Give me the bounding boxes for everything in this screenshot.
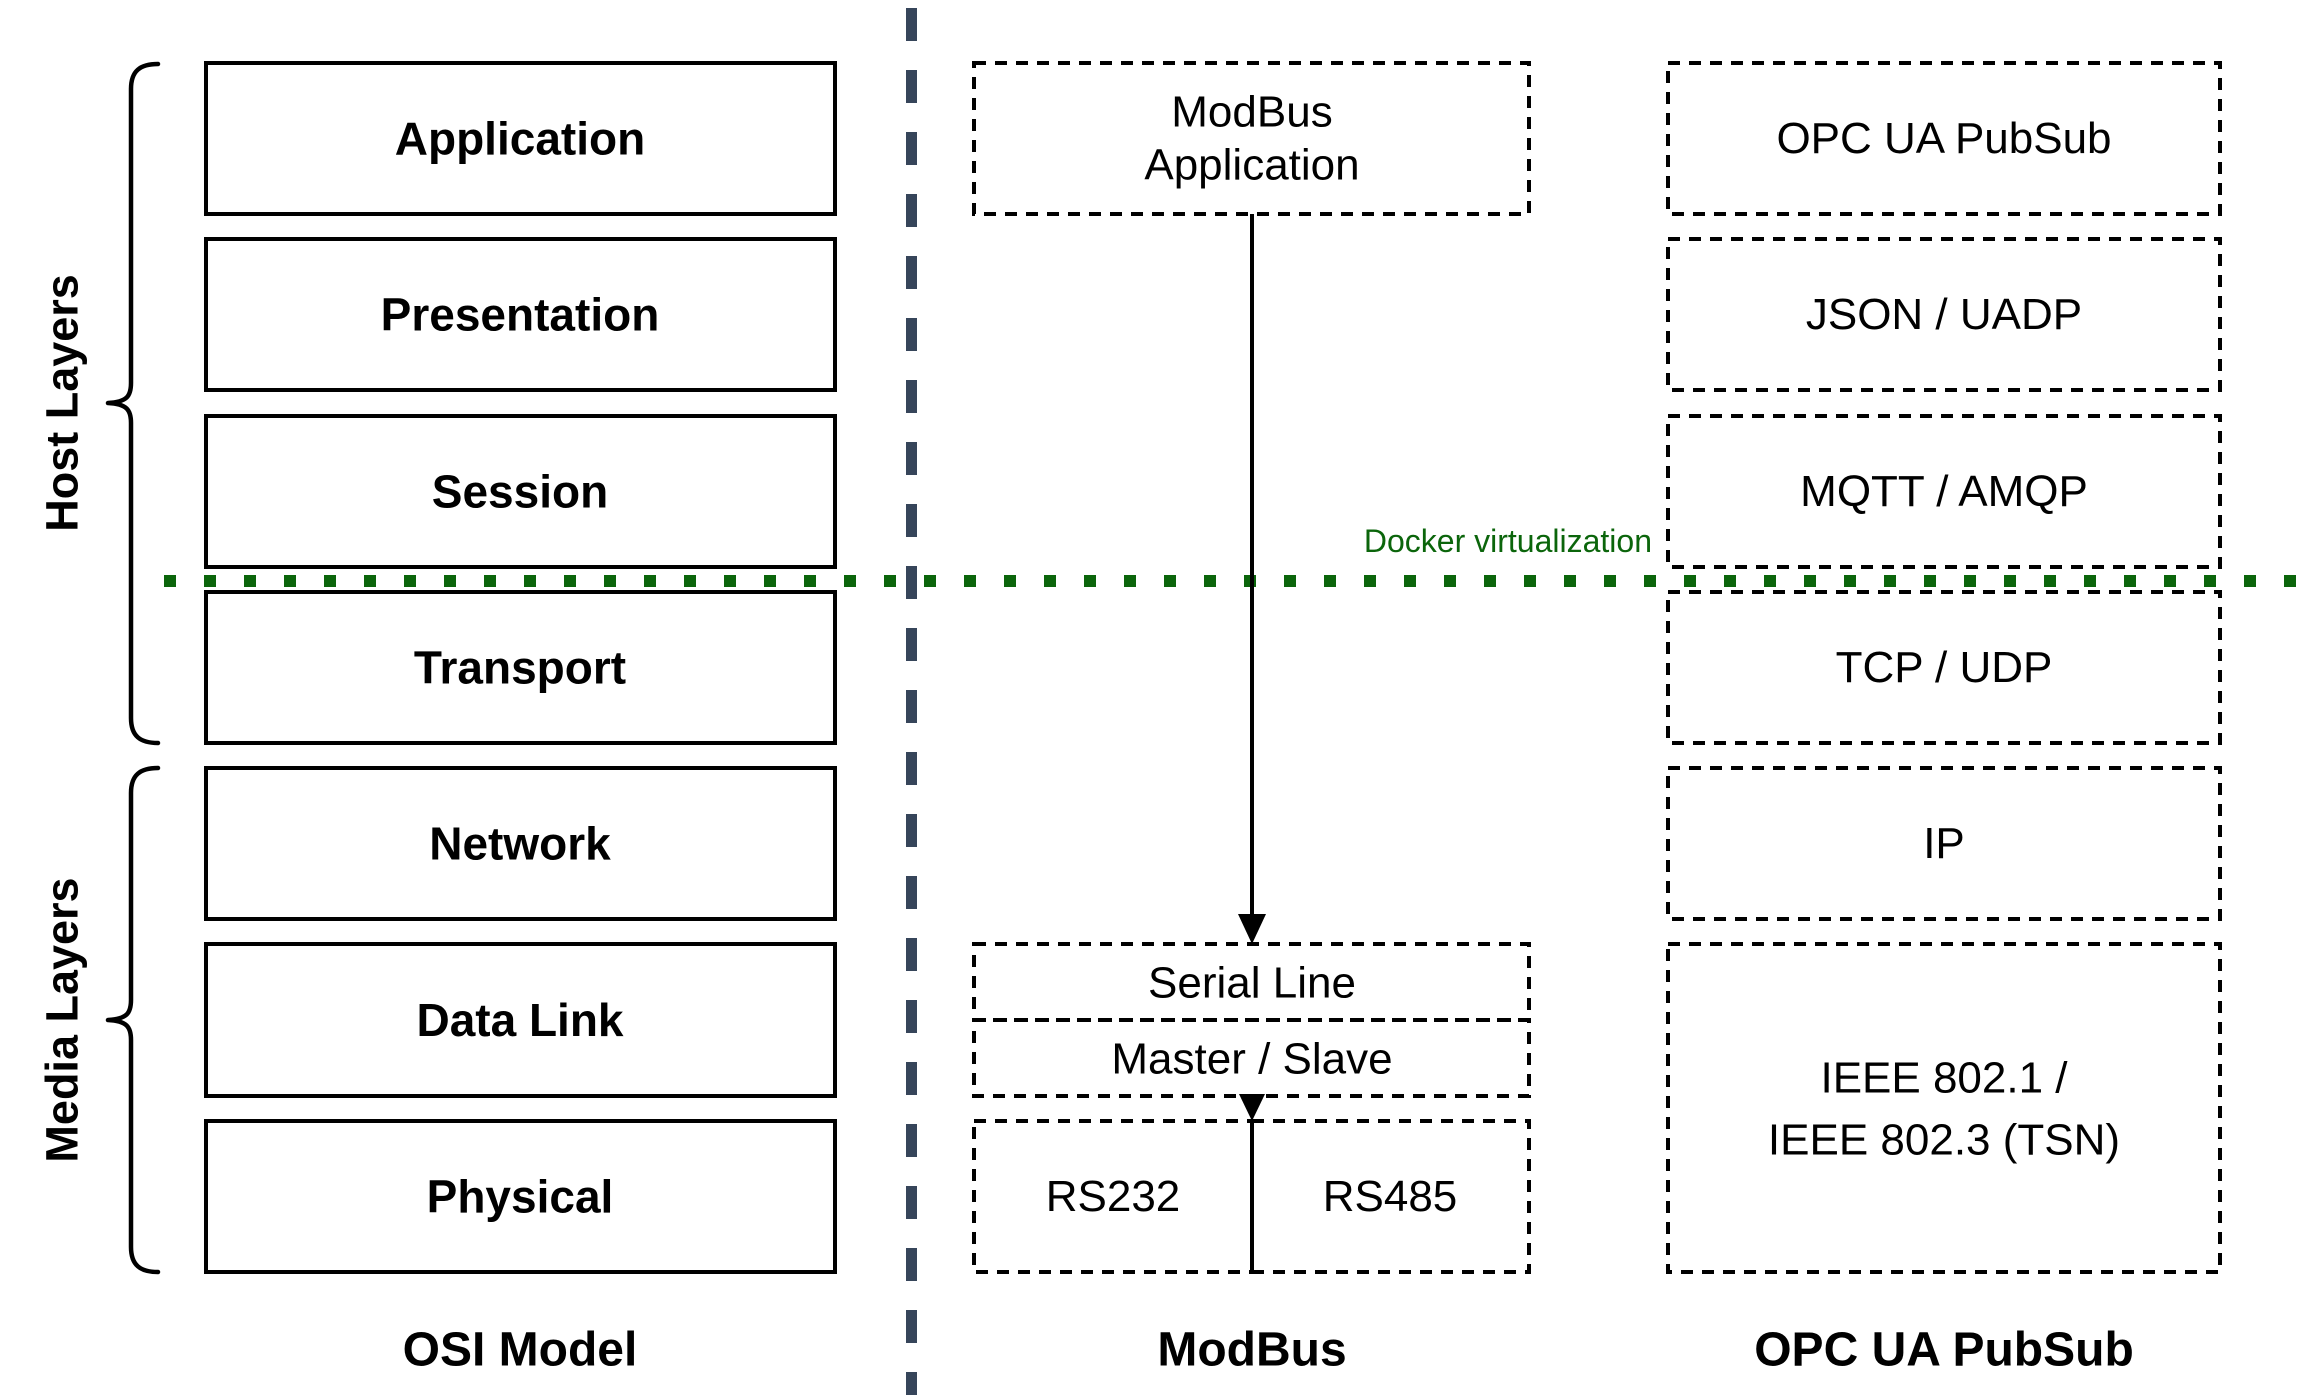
osi-box-physical: [204, 1119, 837, 1274]
opcua-ip-text: IP: [1923, 819, 1965, 868]
modbus-arrow-head-icon: [1238, 914, 1266, 944]
opcua-column: OPC UA PubSub JSON / UADP MQTT / AMQP TC…: [1666, 61, 2222, 1274]
osi-label-network: Network: [429, 818, 611, 870]
osi-box-application: [204, 61, 837, 216]
modbus-rs232-box: [972, 1119, 1254, 1274]
opcua-json-uadp-text: JSON / UADP: [1806, 290, 2082, 339]
opcua-ieee-text-line2: IEEE 802.3 (TSN): [1768, 1116, 2120, 1165]
modbus-serial-line-text: Serial Line: [1148, 959, 1356, 1008]
osi-label-datalink: Data Link: [416, 994, 623, 1046]
host-layers-brace: [105, 61, 161, 746]
osi-label-transport: Transport: [414, 642, 626, 694]
opcua-pubsub-box: [1666, 61, 2222, 216]
host-layers-label: Host Layers: [37, 274, 88, 532]
opcua-json-uadp-box: [1666, 237, 2222, 392]
modbus-application-box: [972, 61, 1531, 216]
osi-box-session: [204, 414, 837, 569]
opcua-pubsub-text: OPC UA PubSub: [1776, 114, 2111, 163]
osi-box-transport: [204, 590, 837, 745]
osi-column-label: OSI Model: [403, 1324, 638, 1377]
opcua-mqtt-amqp-box: [1666, 414, 2222, 569]
osi-label-application: Application: [395, 113, 645, 165]
osi-box-datalink: [204, 942, 837, 1098]
opcua-ieee-box: [1666, 942, 2222, 1274]
modbus-application-text-line1: ModBus: [1171, 88, 1332, 137]
modbus-master-slave-text: Master / Slave: [1111, 1035, 1392, 1084]
modbus-column-label: ModBus: [1157, 1324, 1346, 1377]
opcua-ieee-text-line1: IEEE 802.1 /: [1820, 1054, 2068, 1103]
osi-label-physical: Physical: [427, 1171, 614, 1223]
osi-column: Application Presentation Session Transpo…: [204, 61, 837, 1274]
modbus-column: ModBus Application Serial Line Master / …: [972, 61, 1531, 1274]
opcua-column-label: OPC UA PubSub: [1754, 1324, 2134, 1377]
modbus-short-arrow-head-icon: [1239, 1094, 1265, 1121]
media-layers-label: Media Layers: [37, 877, 88, 1162]
osi-label-session: Session: [432, 466, 608, 518]
docker-virtualization-label: Docker virtualization: [1364, 523, 1652, 559]
opcua-ip-box: [1666, 766, 2222, 921]
osi-box-presentation: [204, 237, 837, 392]
modbus-rs485-text: RS485: [1323, 1172, 1458, 1221]
modbus-rs232-text: RS232: [1046, 1172, 1181, 1221]
media-layers-brace: [105, 765, 161, 1275]
osi-box-network: [204, 766, 837, 921]
osi-label-presentation: Presentation: [381, 289, 660, 341]
opcua-tcp-udp-text: TCP / UDP: [1836, 643, 2053, 692]
modbus-rs485-box: [1250, 1119, 1531, 1274]
modbus-application-text-line2: Application: [1144, 141, 1359, 190]
opcua-mqtt-amqp-text: MQTT / AMQP: [1800, 467, 2088, 516]
opcua-tcp-udp-box: [1666, 590, 2222, 745]
